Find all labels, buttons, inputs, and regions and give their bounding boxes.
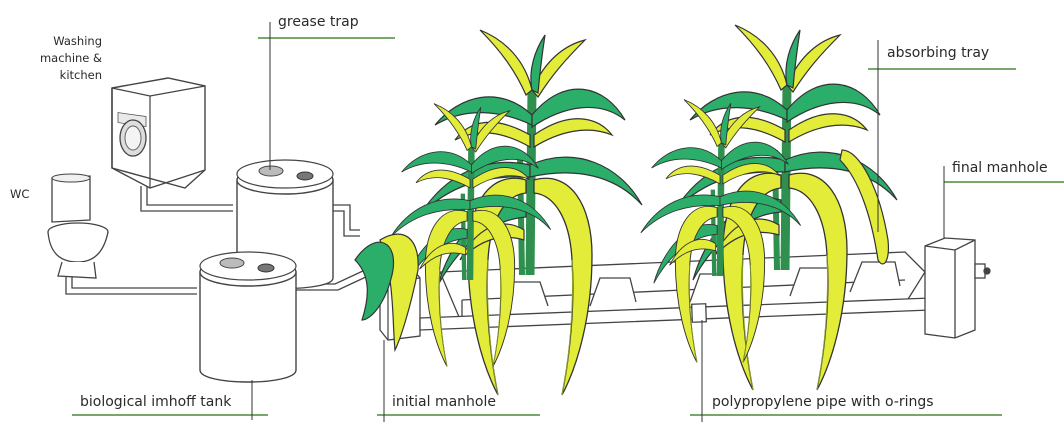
label-imhoff-tank: biological imhoff tank — [80, 394, 231, 410]
label-washing-line-2: machine & — [40, 50, 102, 67]
label-initial-manhole: initial manhole — [392, 394, 496, 410]
label-final-manhole: final manhole — [952, 160, 1048, 176]
label-wc: WC — [10, 186, 29, 203]
wc-toilet — [48, 174, 108, 278]
plant-right — [641, 25, 897, 390]
label-washing-line-3: kitchen — [40, 67, 102, 84]
washing-machine — [112, 78, 205, 188]
label-absorbing-tray: absorbing tray — [887, 45, 989, 61]
label-washing-machine: Washing machine & kitchen — [40, 33, 102, 84]
label-washing-line-1: Washing — [40, 33, 102, 50]
final-manhole-box — [925, 238, 990, 338]
imhoff-tank — [200, 252, 296, 382]
plant-left — [391, 30, 642, 395]
label-grease-trap: grease trap — [278, 14, 359, 30]
label-polypropylene-pipe: polypropylene pipe with o-rings — [712, 394, 934, 410]
